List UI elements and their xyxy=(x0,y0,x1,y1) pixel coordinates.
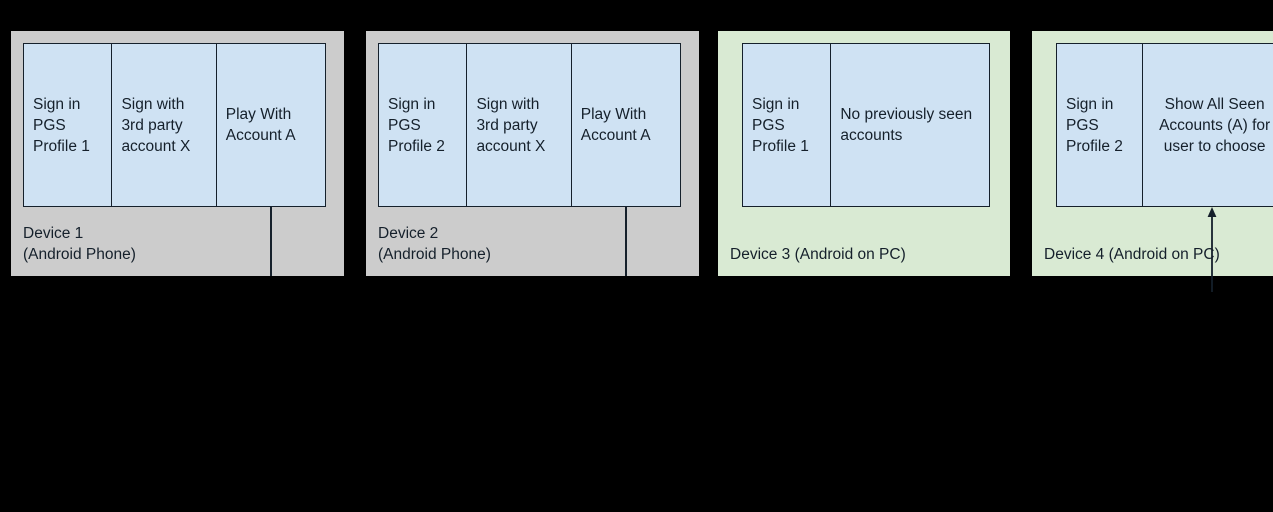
connector-tail-line xyxy=(270,207,272,276)
step-box-sign-in-pgs-profile[interactable]: Sign in PGS Profile 1 xyxy=(743,44,831,206)
device-caption: Device 3 (Android on PC) xyxy=(730,246,906,263)
step-box-show-all-seen-accounts[interactable]: Show All Seen Accounts (A) for user to c… xyxy=(1142,44,1273,206)
device-caption: Device 4 (Android on PC) xyxy=(1044,246,1220,263)
step-box-row: Sign in PGS Profile 1 Sign with 3rd part… xyxy=(23,43,326,207)
device-panel-1: Sign in PGS Profile 1 Sign with 3rd part… xyxy=(11,31,344,276)
step-box-row: Sign in PGS Profile 1 No previously seen… xyxy=(742,43,990,207)
arrow-up-icon xyxy=(1205,207,1219,292)
step-box-sign-in-pgs-profile[interactable]: Sign in PGS Profile 1 xyxy=(24,44,112,206)
step-box-sign-in-pgs-profile[interactable]: Sign in PGS Profile 2 xyxy=(1057,44,1143,206)
device-caption: Device 1 (Android Phone) xyxy=(23,225,136,263)
device-panel-2: Sign in PGS Profile 2 Sign with 3rd part… xyxy=(366,31,699,276)
device-caption: Device 2 (Android Phone) xyxy=(378,225,491,263)
device-panel-3: Sign in PGS Profile 1 No previously seen… xyxy=(718,31,1010,276)
step-box-row: Sign in PGS Profile 2 Sign with 3rd part… xyxy=(378,43,681,207)
step-box-no-previously-seen-accounts[interactable]: No previously seen accounts xyxy=(830,44,989,206)
device-panel-4: Sign in PGS Profile 2 Show All Seen Acco… xyxy=(1032,31,1273,292)
step-box-row: Sign in PGS Profile 2 Show All Seen Acco… xyxy=(1056,43,1273,207)
step-box-sign-with-third-party[interactable]: Sign with 3rd party account X xyxy=(111,44,216,206)
step-box-sign-with-third-party[interactable]: Sign with 3rd party account X xyxy=(466,44,571,206)
step-box-play-with-account[interactable]: Play With Account A xyxy=(215,44,325,206)
step-box-sign-in-pgs-profile[interactable]: Sign in PGS Profile 2 xyxy=(379,44,467,206)
connector-tail-line xyxy=(625,207,627,276)
step-box-play-with-account[interactable]: Play With Account A xyxy=(570,44,680,206)
